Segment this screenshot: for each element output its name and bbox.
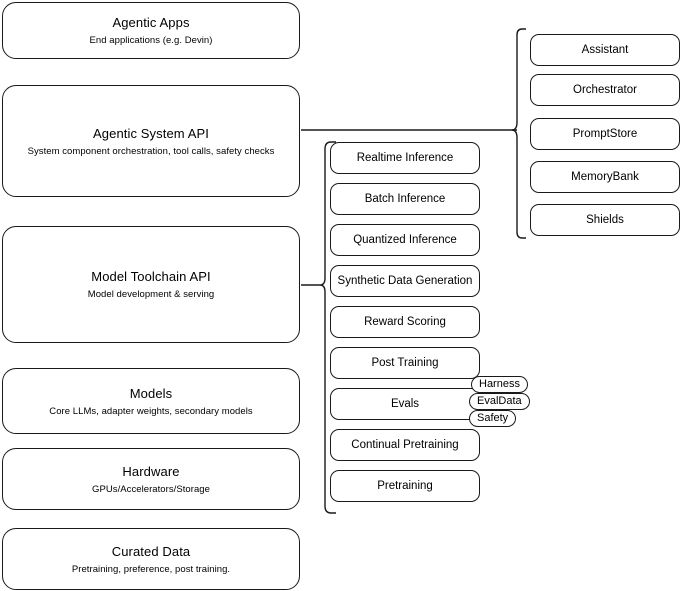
layer-subtitle: Pretraining, preference, post training. [71, 563, 231, 575]
system-component-label: Assistant [581, 43, 629, 56]
layer-title: Agentic Apps [112, 15, 190, 30]
capability-box-reward-scoring[interactable]: Reward Scoring [330, 306, 480, 338]
layer-subtitle: End applications (e.g. Devin) [89, 35, 213, 46]
evals-tag-label: Safety [477, 412, 509, 424]
layer-box-models[interactable]: Models Core LLMs, adapter weights, secon… [2, 368, 300, 434]
capability-box-continual-pretraining[interactable]: Continual Pretraining [330, 429, 480, 461]
layer-subtitle: Model development & serving [87, 289, 215, 300]
capability-box-batch-inference[interactable]: Batch Inference [330, 183, 480, 215]
layer-subtitle: System component orchestration, tool cal… [27, 145, 275, 157]
system-component-box-assistant[interactable]: Assistant [530, 34, 680, 66]
layer-title: Models [129, 385, 173, 401]
evals-tag-harness[interactable]: Harness [471, 376, 528, 393]
capability-box-realtime-inference[interactable]: Realtime Inference [330, 142, 480, 174]
system-component-box-memorybank[interactable]: MemoryBank [530, 161, 680, 193]
capability-label: Evals [390, 397, 420, 410]
capability-box-evals[interactable]: Evals [330, 388, 480, 420]
layer-subtitle: GPUs/Accelerators/Storage [92, 483, 210, 495]
evals-tag-evaldata[interactable]: EvalData [469, 393, 530, 410]
system-component-label: Orchestrator [573, 83, 637, 96]
system-component-label: Shields [586, 213, 624, 226]
capability-label: Reward Scoring [364, 315, 446, 328]
layer-title: Model Toolchain API [91, 269, 211, 284]
capability-box-synthetic-data-generation[interactable]: Synthetic Data Generation [330, 265, 480, 297]
capability-label: Realtime Inference [356, 151, 454, 164]
layer-box-agentic-system-api[interactable]: Agentic System API System component orch… [2, 85, 300, 197]
capability-label: Pretraining [377, 479, 433, 492]
layer-title: Curated Data [111, 543, 191, 559]
evals-tag-label: Harness [479, 378, 520, 390]
layer-subtitle: Core LLMs, adapter weights, secondary mo… [49, 405, 253, 417]
capability-label: Batch Inference [364, 192, 446, 205]
layer-box-curated-data[interactable]: Curated Data Pretraining, preference, po… [2, 528, 300, 590]
layer-title: Hardware [122, 463, 180, 479]
capability-box-post-training[interactable]: Post Training [330, 347, 480, 379]
capability-label: Continual Pretraining [351, 438, 459, 451]
system-component-box-orchestrator[interactable]: Orchestrator [530, 74, 680, 106]
system-component-label: MemoryBank [571, 170, 639, 183]
capability-label: Quantized Inference [353, 233, 457, 246]
capability-box-quantized-inference[interactable]: Quantized Inference [330, 224, 480, 256]
capability-box-pretraining[interactable]: Pretraining [330, 470, 480, 502]
layer-box-hardware[interactable]: Hardware GPUs/Accelerators/Storage [2, 448, 300, 510]
system-component-label: PromptStore [572, 127, 638, 140]
layer-title: Agentic System API [93, 125, 209, 141]
capability-label: Synthetic Data Generation [337, 274, 473, 287]
brace-system-components [511, 28, 526, 239]
evals-tag-label: EvalData [477, 395, 522, 407]
layer-box-model-toolchain-api[interactable]: Model Toolchain API Model development & … [2, 226, 300, 343]
capability-label: Post Training [371, 356, 439, 369]
system-component-box-promptstore[interactable]: PromptStore [530, 118, 680, 150]
layer-box-agentic-apps[interactable]: Agentic Apps End applications (e.g. Devi… [2, 2, 300, 59]
system-component-box-shields[interactable]: Shields [530, 204, 680, 236]
evals-tag-safety[interactable]: Safety [469, 410, 517, 427]
